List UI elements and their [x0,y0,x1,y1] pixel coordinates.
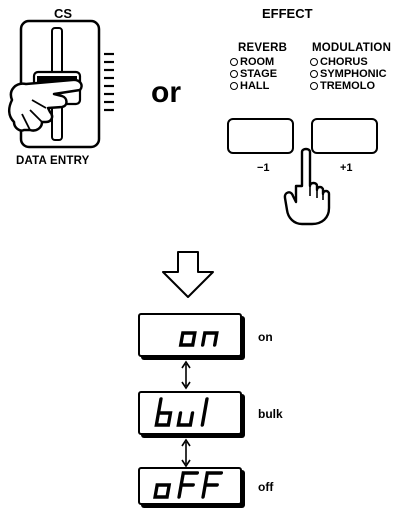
effect-title: EFFECT [262,6,313,21]
modulation-title: MODULATION [312,42,392,54]
segment-display-text [178,331,219,347]
display-off [138,467,242,505]
led-indicator-icon [230,58,238,67]
modulation-item-tremolo: TREMOLO [310,80,387,92]
reverb-item-room: ROOM [230,56,277,68]
led-indicator-icon [230,70,238,79]
led-indicator-icon [310,70,318,79]
display-label-off: off [258,480,274,494]
plus-one-label: +1 [340,162,353,174]
minus-one-label: −1 [257,162,270,174]
double-arrow-icon [181,360,191,390]
segment-display-text [154,397,209,427]
pointing-finger-icon [283,147,331,226]
double-arrow-icon [181,438,191,468]
segment-display-text [153,471,224,499]
reverb-list: ROOM STAGE HALL [230,56,277,92]
display-label-bulk: bulk [258,407,283,421]
modulation-list: CHORUS SYMPHONIC TREMOLO [310,56,387,92]
down-arrow-icon [162,251,214,298]
display-label-on: on [258,330,273,344]
or-label: or [151,76,181,109]
hand-pointer-icon [8,78,83,132]
led-indicator-icon [230,82,238,91]
led-indicator-icon [310,82,318,91]
modulation-button[interactable] [311,118,378,154]
display-on [138,313,242,357]
reverb-item-hall: HALL [230,80,277,92]
cs-title: CS [54,6,73,21]
data-entry-label: DATA ENTRY [16,155,90,167]
reverb-title: REVERB [238,42,288,54]
led-indicator-icon [310,58,318,67]
modulation-item-symphonic: SYMPHONIC [310,68,387,80]
display-bulk [138,391,242,435]
modulation-item-chorus: CHORUS [310,56,387,68]
reverb-item-stage: STAGE [230,68,277,80]
reverb-button[interactable] [227,118,294,154]
